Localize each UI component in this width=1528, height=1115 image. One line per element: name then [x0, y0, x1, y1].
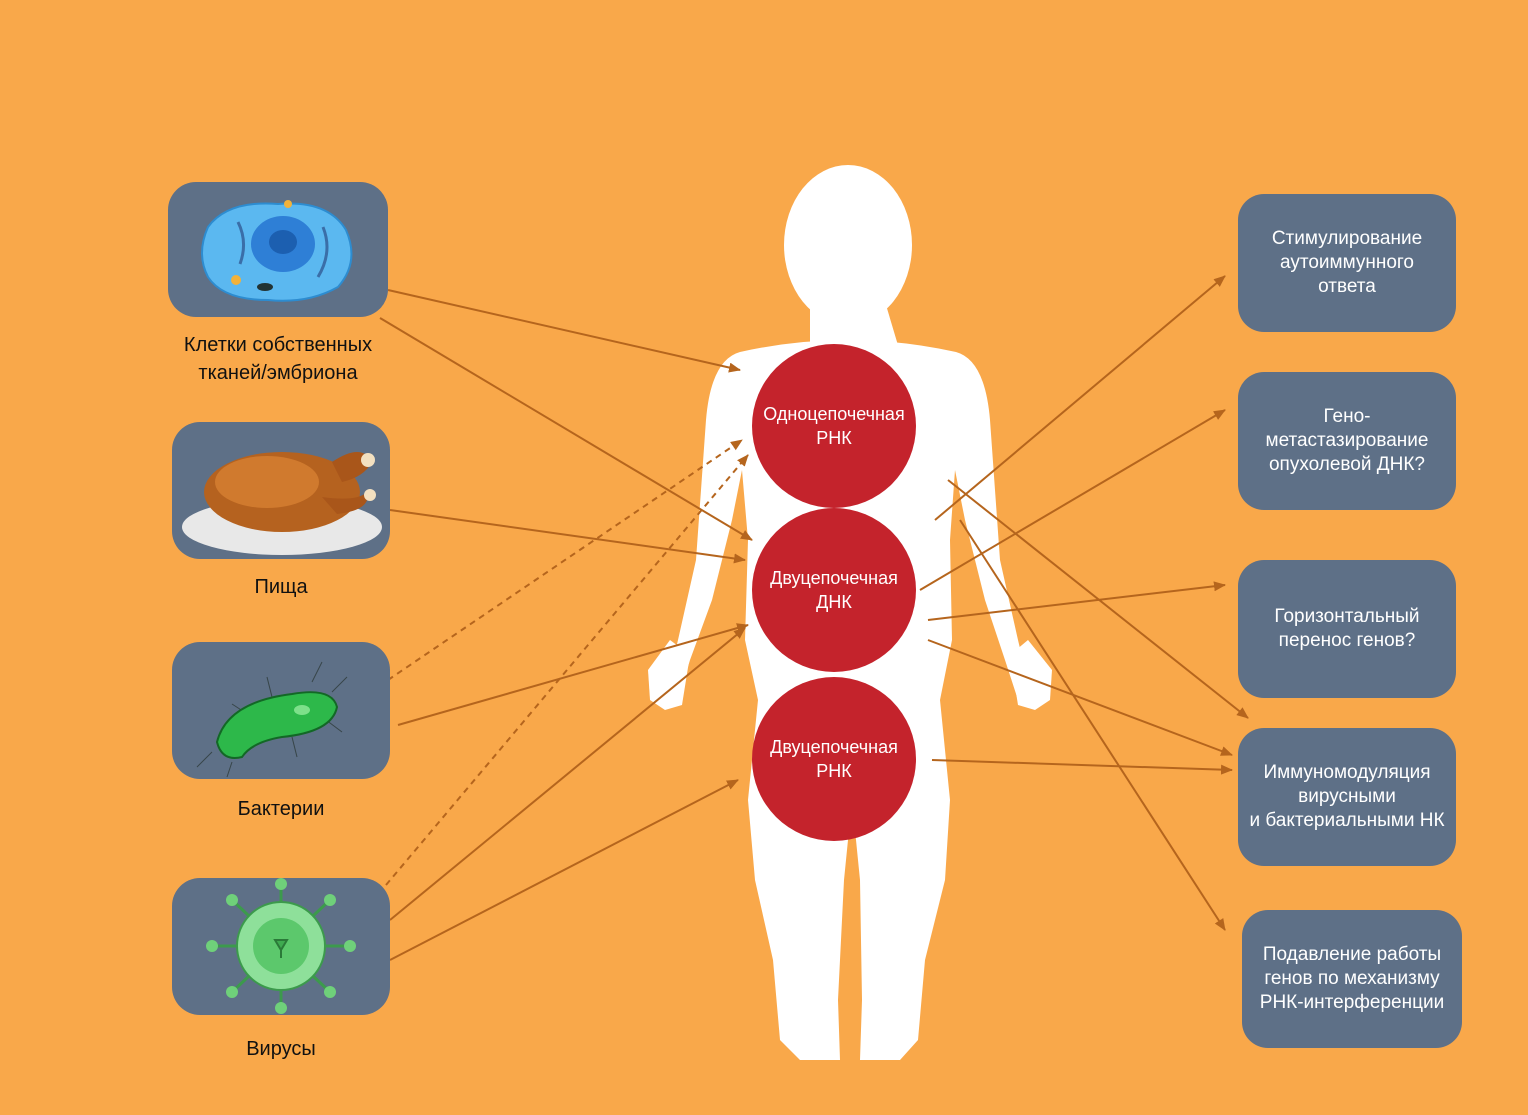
effect-box-rnai: Подавление работы генов по механизму РНК…	[1242, 910, 1462, 1048]
effect-box-immunomodulation: Иммуномодуляция вирусными и бактериальны…	[1238, 728, 1456, 866]
arrow-cells-to-dsdna	[380, 318, 752, 540]
source-box-cells	[168, 182, 388, 317]
source-label-viruses: Вирусы	[172, 1035, 390, 1063]
circle-ssrna: Одноцепочечная РНК	[752, 344, 916, 508]
circle-dsrna: Двуцепочечная РНК	[752, 677, 916, 841]
source-box-food	[172, 422, 390, 559]
roast-chicken-icon	[172, 422, 390, 559]
arrow-viruses-to-dsdna	[390, 628, 745, 920]
arrow-dsdna-to-immunomodulation	[928, 640, 1232, 755]
circle-dsdna: Двуцепочечная ДНК	[752, 508, 916, 672]
arrow-dsrna-to-rnai	[960, 520, 1225, 930]
source-label-food: Пища	[172, 573, 390, 601]
source-box-viruses	[172, 878, 390, 1015]
arrow-food-to-dsdna	[390, 510, 745, 560]
virus-icon	[172, 878, 390, 1015]
arrow-cells-to-ssrna	[388, 290, 740, 370]
arrow-bacteria-to-dsdna	[398, 625, 748, 725]
effect-box-genometastasis: Гено- метастазирование опухолевой ДНК?	[1238, 372, 1456, 510]
effect-box-autoimmune: Стимулирование аутоиммунного ответа	[1238, 194, 1456, 332]
source-box-bacteria	[172, 642, 390, 779]
source-label-bacteria: Бактерии	[172, 795, 390, 823]
arrow-dsdna-to-hgt	[928, 585, 1225, 620]
cell-icon	[168, 182, 388, 317]
source-label-cells: Клетки собственных тканей/эмбриона	[168, 331, 388, 387]
arrow-viruses-to-dsrna	[390, 780, 738, 960]
arrow-dsrna-to-immunomodulation	[932, 760, 1232, 770]
bacterium-icon	[172, 642, 390, 779]
effect-box-hgt: Горизонтальный перенос генов?	[1238, 560, 1456, 698]
